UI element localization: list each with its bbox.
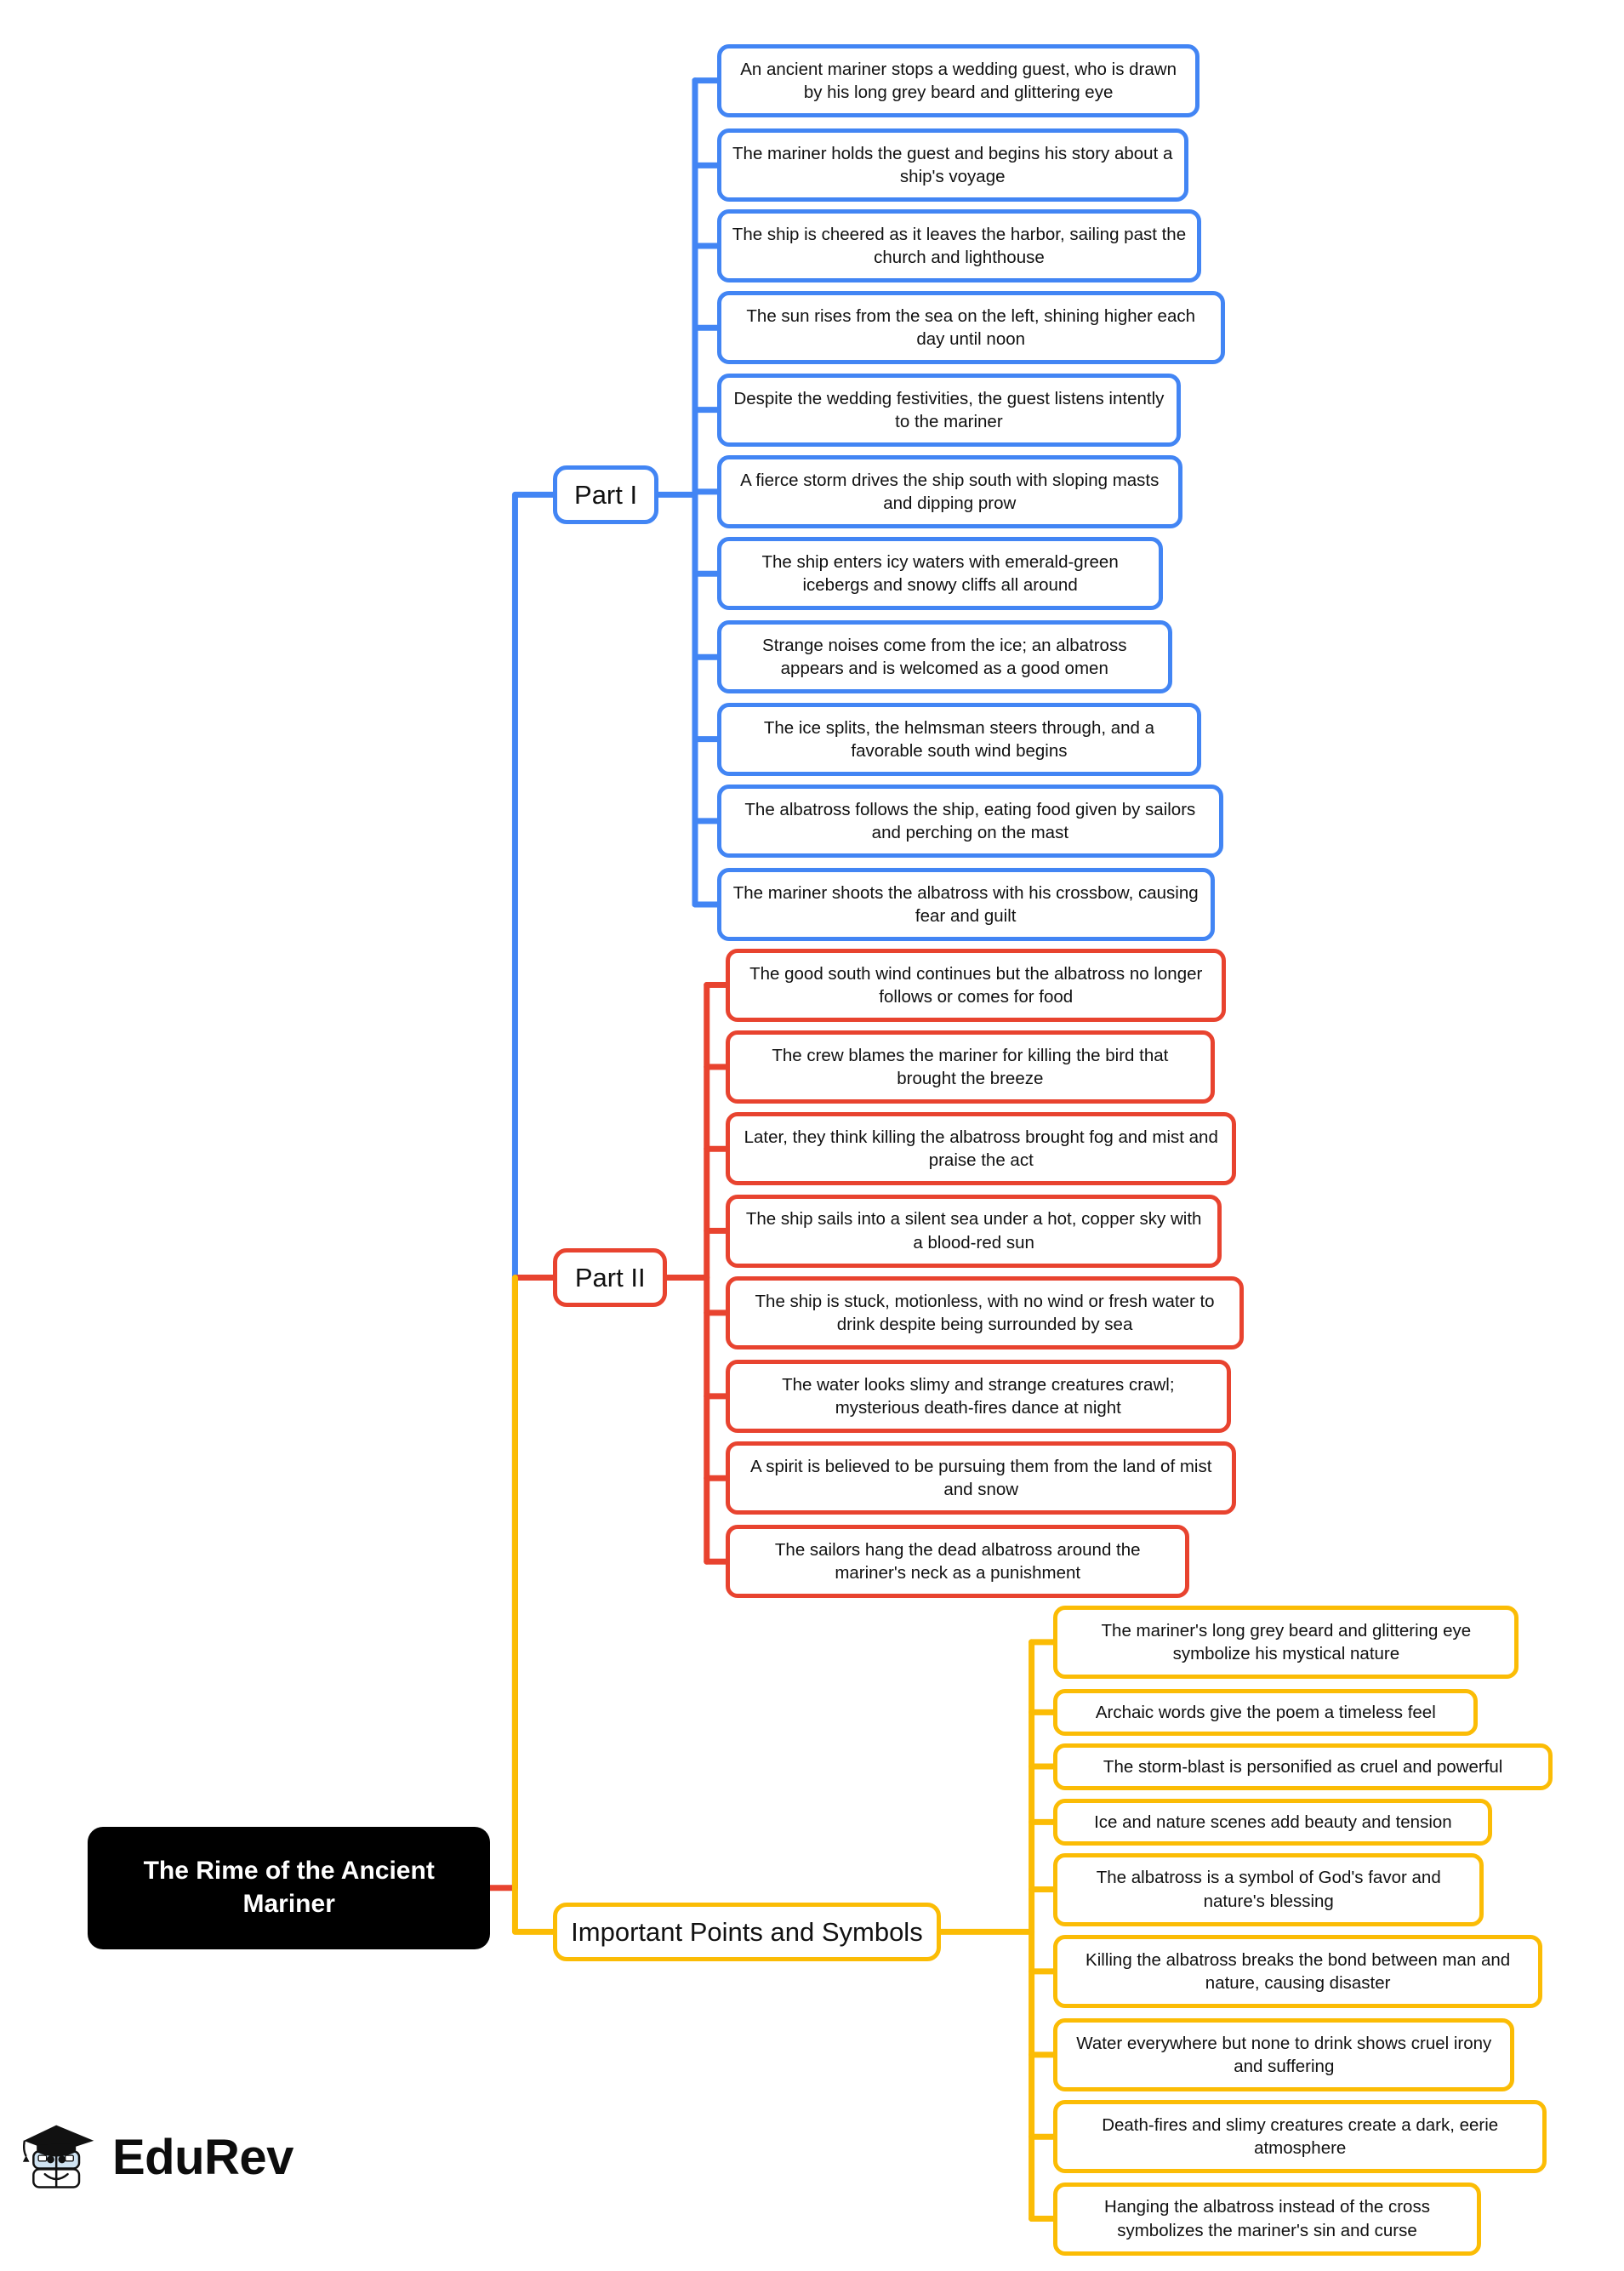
leaf-node[interactable]: The albatross follows the ship, eating f… (716, 784, 1223, 858)
edurev-wordmark: EduRev (112, 2130, 293, 2185)
leaf-node-label: The ice splits, the helmsman steers thro… (763, 717, 1155, 761)
leaf-node[interactable]: Death-fires and slimy creatures create a… (1053, 2100, 1547, 2174)
leaf-node-label: The ship sails into a silent sea under a… (745, 1209, 1202, 1252)
leaf-node[interactable]: The ship enters icy waters with emerald-… (716, 537, 1164, 611)
leaf-node-label: Hanging the albatross instead of the cro… (1104, 2197, 1430, 2240)
branch-node-label: Part II (574, 1262, 646, 1292)
leaf-node-label: Later, they think killing the albatross … (744, 1127, 1218, 1171)
leaf-node-label: Ice and nature scenes add beauty and ten… (1094, 1812, 1452, 1832)
leaf-node-label: Despite the wedding festivities, the gue… (733, 388, 1165, 431)
leaf-node[interactable]: The ice splits, the helmsman steers thro… (716, 702, 1202, 776)
leaf-node[interactable]: Despite the wedding festivities, the gue… (716, 373, 1182, 447)
branch-node-label: Part I (574, 479, 638, 510)
leaf-node-label: Death-fires and slimy creatures create a… (1102, 2115, 1499, 2159)
branch-node-1[interactable]: Part I (553, 465, 658, 524)
leaf-node-label: The sun rises from the sea on the left, … (746, 306, 1196, 350)
leaf-node[interactable]: The ship is cheered as it leaves the har… (716, 208, 1202, 282)
leaf-node[interactable]: The storm-blast is personified as cruel … (1053, 1743, 1553, 1790)
leaf-node-label: The storm-blast is personified as cruel … (1103, 1756, 1503, 1777)
leaf-node-label: The mariner's long grey beard and glitte… (1101, 1620, 1472, 1663)
leaf-node-label: Water everywhere but none to drink shows… (1076, 2033, 1492, 2076)
root-node-label: The Rime of the Ancient Mariner (143, 1857, 435, 1918)
leaf-node-label: The ship enters icy waters with emerald-… (761, 552, 1119, 596)
leaf-node[interactable]: The mariner shoots the albatross with hi… (716, 867, 1215, 941)
leaf-node-label: The albatross is a symbol of God's favor… (1096, 1868, 1441, 1911)
leaf-node[interactable]: Later, they think killing the albatross … (726, 1112, 1237, 1186)
leaf-node-label: An ancient mariner stops a wedding guest… (740, 59, 1177, 102)
root-node[interactable]: The Rime of the Ancient Mariner (88, 1826, 491, 1950)
leaf-node[interactable]: A spirit is believed to be pursuing them… (726, 1441, 1237, 1515)
leaf-node-label: The ship is cheered as it leaves the har… (732, 224, 1187, 267)
leaf-node[interactable]: Archaic words give the poem a timeless f… (1053, 1688, 1479, 1736)
leaf-node-label: The mariner holds the guest and begins h… (732, 144, 1173, 187)
leaf-node-label: Archaic words give the poem a timeless f… (1095, 1702, 1436, 1722)
leaf-node[interactable]: The albatross is a symbol of God's favor… (1053, 1852, 1484, 1926)
leaf-node[interactable]: The mariner's long grey beard and glitte… (1053, 1605, 1519, 1679)
leaf-node[interactable]: The mariner holds the guest and begins h… (716, 128, 1188, 203)
branch-node-2[interactable]: Part II (553, 1248, 668, 1307)
leaf-node[interactable]: The water looks slimy and strange creatu… (726, 1359, 1231, 1433)
leaf-node-label: The ship is stuck, motionless, with no w… (755, 1291, 1215, 1334)
leaf-node-label: Killing the albatross breaks the bond be… (1086, 1949, 1511, 1993)
leaf-node[interactable]: The ship is stuck, motionless, with no w… (726, 1275, 1244, 1349)
edurev-watermark: EduRev (19, 2119, 293, 2197)
branch-node-3[interactable]: Important Points and Symbols (553, 1903, 941, 1961)
leaf-node[interactable]: Ice and nature scenes add beauty and ten… (1053, 1798, 1493, 1846)
leaf-node[interactable]: Killing the albatross breaks the bond be… (1053, 1934, 1542, 2008)
leaf-node[interactable]: The sailors hang the dead albatross arou… (726, 1525, 1190, 1599)
leaf-node-label: The good south wind continues but the al… (749, 963, 1203, 1007)
leaf-node-label: The mariner shoots the albatross with hi… (732, 882, 1199, 926)
leaf-node-label: The albatross follows the ship, eating f… (744, 799, 1196, 842)
branch-node-label: Important Points and Symbols (571, 1916, 923, 1947)
leaf-node-label: The crew blames the mariner for killing … (772, 1045, 1169, 1088)
leaf-node-label: Strange noises come from the ice; an alb… (762, 636, 1127, 679)
leaf-node[interactable]: An ancient mariner stops a wedding guest… (716, 43, 1200, 117)
leaf-node[interactable]: The ship sails into a silent sea under a… (726, 1194, 1222, 1268)
leaf-node[interactable]: Hanging the albatross instead of the cro… (1053, 2182, 1481, 2256)
leaf-node[interactable]: Strange noises come from the ice; an alb… (716, 620, 1172, 694)
leaf-node[interactable]: The crew blames the mariner for killing … (726, 1030, 1215, 1104)
leaf-node[interactable]: A fierce storm drives the ship south wit… (716, 454, 1182, 528)
leaf-node-label: The sailors hang the dead albatross arou… (774, 1540, 1141, 1583)
leaf-node[interactable]: The sun rises from the sea on the left, … (716, 291, 1225, 365)
leaf-node[interactable]: Water everywhere but none to drink shows… (1053, 2017, 1515, 2091)
leaf-node-label: A fierce storm drives the ship south wit… (740, 470, 1160, 513)
leaf-node-label: The water looks slimy and strange creatu… (782, 1374, 1175, 1418)
graduation-cap-book-logo-icon (22, 2125, 94, 2188)
leaf-node-label: A spirit is believed to be pursuing them… (750, 1457, 1212, 1500)
leaf-node[interactable]: The good south wind continues but the al… (726, 948, 1227, 1022)
